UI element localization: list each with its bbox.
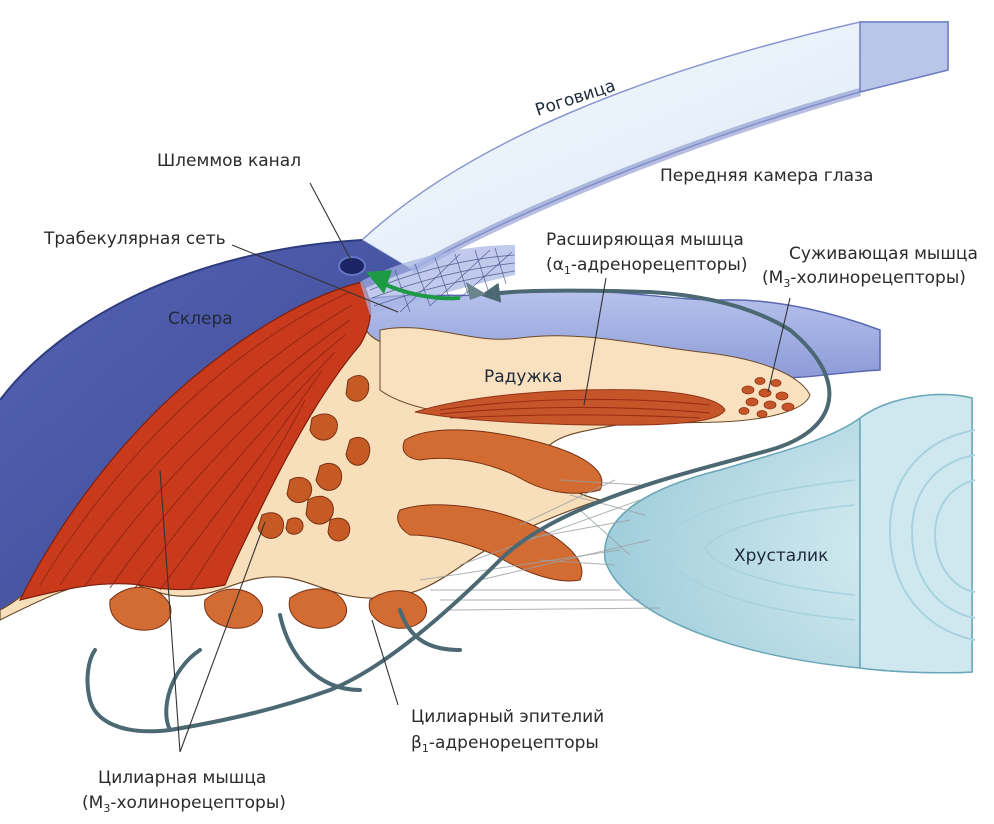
lens [603,393,976,674]
dilator-muscle [414,389,726,426]
dilator-muscle-label-2: (α1-адренорецепторы) [546,255,747,277]
ciliary-epithelium-label-1: Цилиарный эпителий [411,707,604,727]
sphincter-muscle-label-2: (M3-холинорецепторы) [762,268,966,290]
ciliary-receptor-suffix: -холинорецепторы) [110,793,286,813]
ciliary-muscle-label-1: Цилиарная мышца [98,768,266,788]
zonular-fibers [419,479,661,611]
sphincter-receptor-suffix: -холинорецепторы) [790,268,966,288]
iris-label: Радужка [484,367,562,387]
schlemm-canal-label: Шлеммов канал [157,151,301,171]
ciliary-processes [109,429,603,631]
dilator-receptor-suffix: -адренорецепторы) [571,255,748,275]
dilator-muscle-label-1: Расширяющая мышца [546,230,744,250]
sclera [0,239,412,610]
sclera-label: Склера [168,309,233,329]
sphincter-receptor-prefix: (M [762,268,783,288]
leader-lines [159,182,791,753]
outflow-arrow [366,270,486,301]
epithelium-receptor-subscript: 1 [422,742,429,755]
dilator-receptor-prefix: (α [546,255,564,275]
ciliary-epithelium-label-2: β1-адренорецепторы [411,733,599,755]
sphincter-receptor-subscript: 3 [783,277,790,290]
sphincter-muscle-label-1: Суживающая мышца [789,244,978,264]
anterior-chamber-label: Передняя камера глаза [660,166,873,186]
dilator-receptor-subscript: 1 [564,264,571,277]
schlemm-canal [338,256,366,276]
trabecular-meshwork-label: Трабекулярная сеть [43,229,226,249]
ciliary-muscle [18,281,371,601]
cornea [360,21,949,274]
ciliary-receptor-subscript: 3 [103,802,110,815]
sphincter-muscle [738,377,795,418]
lens-label: Хрусталик [734,546,828,566]
ciliary-muscle-label-2: (M3-холинорецепторы) [82,793,286,815]
epithelium-receptor-prefix: β [411,733,422,753]
ciliary-receptor-prefix: (M [82,793,103,813]
ciliary-vessels [257,375,371,542]
aqueous-flow-path [85,282,832,734]
epithelium-receptor-suffix: -адренорецепторы [429,733,599,753]
